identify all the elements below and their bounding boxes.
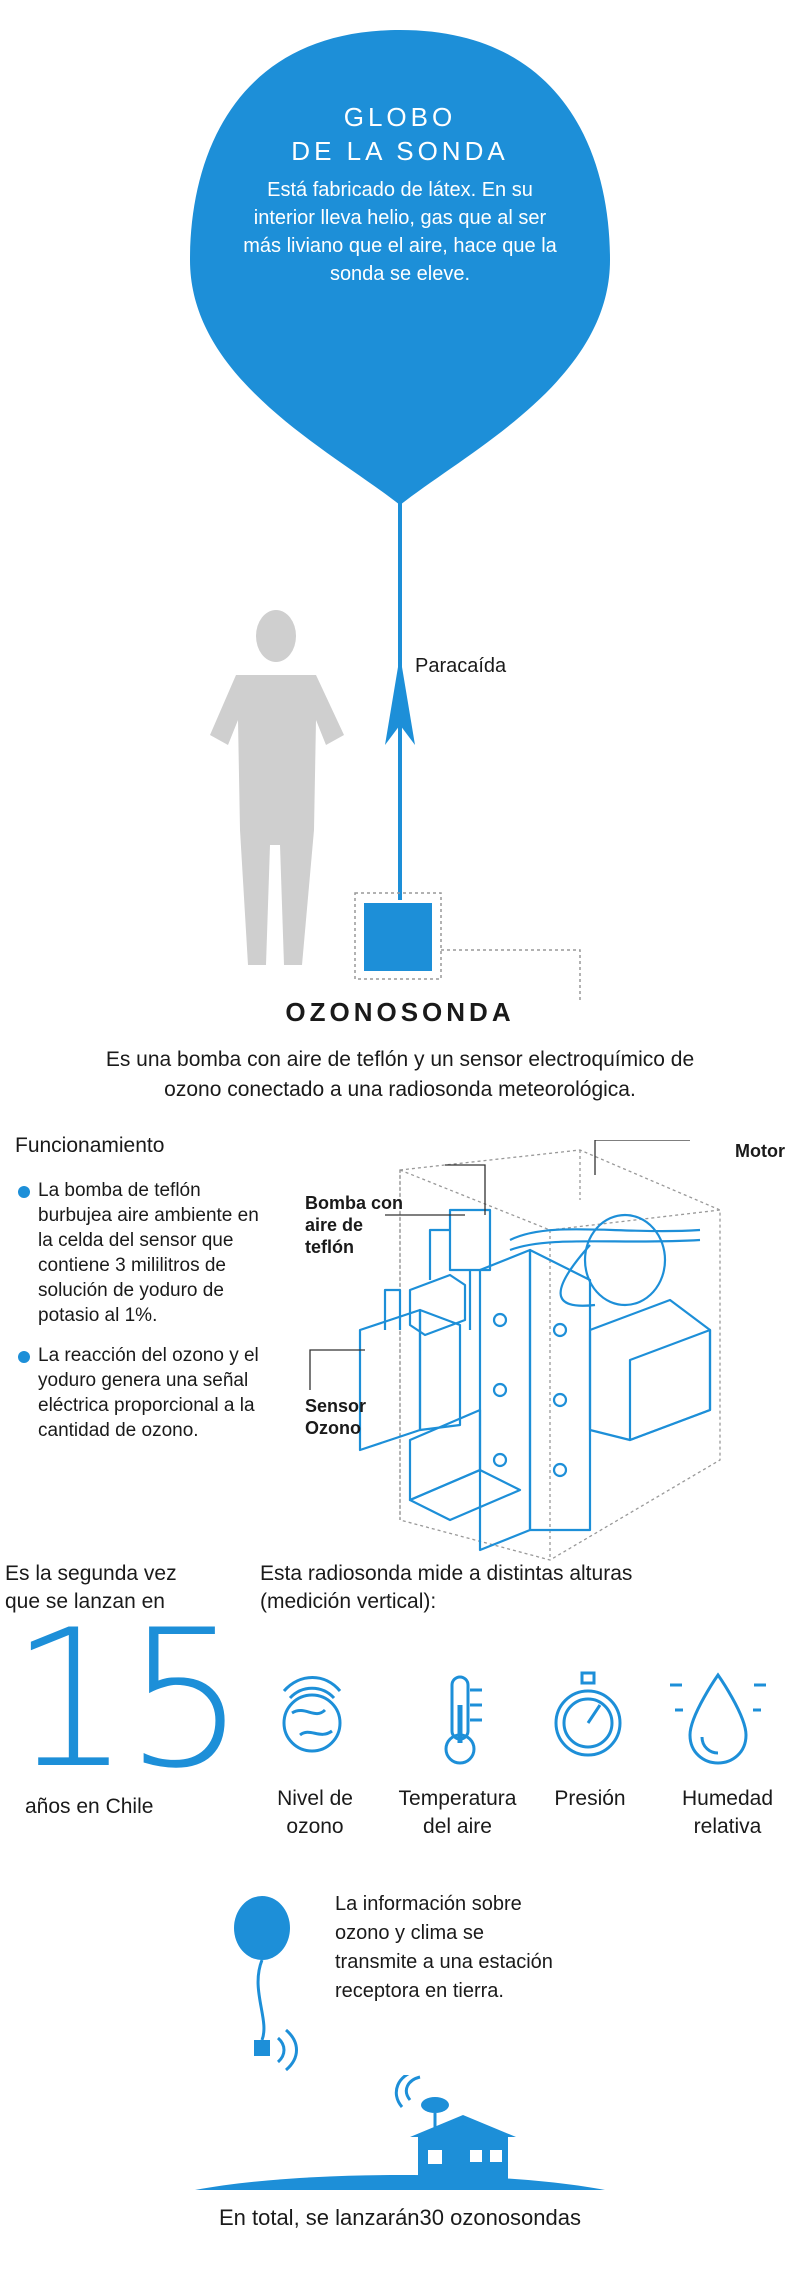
gauge-icon <box>554 1671 622 1757</box>
bullet-dot <box>18 1186 30 1198</box>
measurement-icons <box>282 1671 766 1765</box>
small-balloon-icon <box>234 1896 298 2072</box>
ozonosonda-title: OZONOSONDA <box>285 997 515 1027</box>
ozonosonda-description: Es una bomba con aire de teflón y un sen… <box>105 1048 695 1101</box>
parachute-label: Paracaída <box>415 655 507 677</box>
measurement-label-humidity: Humedad relativa <box>681 1787 774 1838</box>
thermometer-icon <box>444 1675 482 1765</box>
bullet-dot <box>18 1351 30 1363</box>
parachute-shape <box>385 655 415 745</box>
sensor-label: Sensor Ozono <box>305 1396 367 1438</box>
launch-caption: años en Chile <box>25 1795 154 1818</box>
balloon-shape <box>190 30 610 505</box>
pump-label: Bomba con aire de teflón <box>305 1193 404 1257</box>
funcionamiento-bullet: La bomba de teflón burbujea aire ambient… <box>38 1180 259 1326</box>
funcionamiento-bullet: La reacción del ozono y el yoduro genera… <box>38 1345 259 1441</box>
motor-label: Motor <box>735 1141 785 1161</box>
ozonosonda-device-illustration <box>309 1140 721 1561</box>
measurement-label-ozone: Nivel de ozono <box>277 1787 353 1838</box>
balloon-title: GLOBO DE LA SONDA <box>291 102 509 166</box>
measurement-label-temperature: Temperatura del aire <box>398 1787 517 1838</box>
droplet-icon <box>670 1672 766 1765</box>
sonde-box <box>364 903 432 971</box>
total-launches-text: En total, se lanzarán30 ozonosondas <box>218 2205 582 2230</box>
funcionamiento-title: Funcionamiento <box>15 1134 165 1157</box>
globe-icon <box>282 1676 342 1753</box>
transmission-text: La información sobre ozono y clima se tr… <box>335 1893 553 2002</box>
balloon-description: Está fabricado de látex. En su interior … <box>243 179 557 285</box>
ground-station-graphic <box>195 2075 605 2190</box>
measurement-label-pressure: Presión <box>554 1787 626 1810</box>
launch-intro: Es la segunda vez que se lanzan en <box>5 1562 177 1613</box>
measurements-intro: Esta radiosonda mide a distintas alturas… <box>260 1562 633 1613</box>
balloon-graphic <box>190 30 610 1000</box>
person-silhouette <box>210 610 344 965</box>
launch-years-number: 15 <box>10 1589 246 1810</box>
